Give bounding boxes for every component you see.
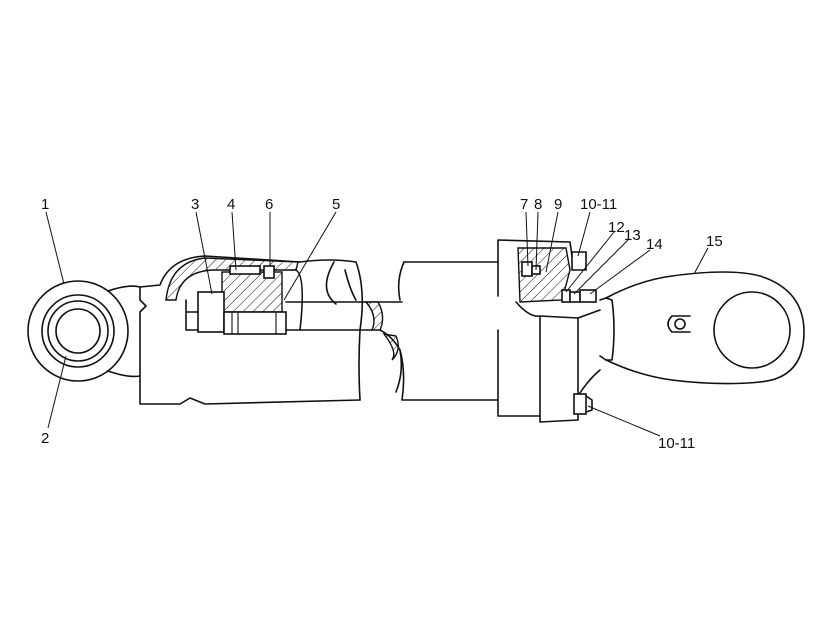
callout-10-11-top: 10-11: [580, 196, 617, 213]
cylinder-barrel-left: [139, 255, 381, 405]
rod-break: [364, 301, 403, 393]
callout-5: 5: [332, 196, 340, 213]
callout-1: 1: [41, 196, 49, 213]
callout-7: 7: [520, 196, 528, 213]
callout-12: 12: [608, 219, 625, 236]
callout-13: 13: [624, 227, 641, 244]
head-end-eye: [27, 280, 141, 382]
callout-4: 4: [227, 196, 235, 213]
callout-9: 9: [554, 196, 562, 213]
leader-lines: [45, 211, 709, 437]
cylinder-barrel-right: [397, 239, 601, 423]
callout-10-11-bottom: 10-11: [658, 435, 695, 452]
rod-end-eye: [599, 271, 805, 385]
callout-15: 15: [706, 233, 723, 250]
callout-2: 2: [41, 430, 49, 447]
callout-14: 14: [646, 236, 663, 253]
callout-labels: 1 2 3 4 6 5 7 8 9 10-11 12 13 14 15 10-1…: [41, 196, 723, 452]
callout-6: 6: [265, 196, 273, 213]
callout-3: 3: [191, 196, 199, 213]
callout-8: 8: [534, 196, 542, 213]
